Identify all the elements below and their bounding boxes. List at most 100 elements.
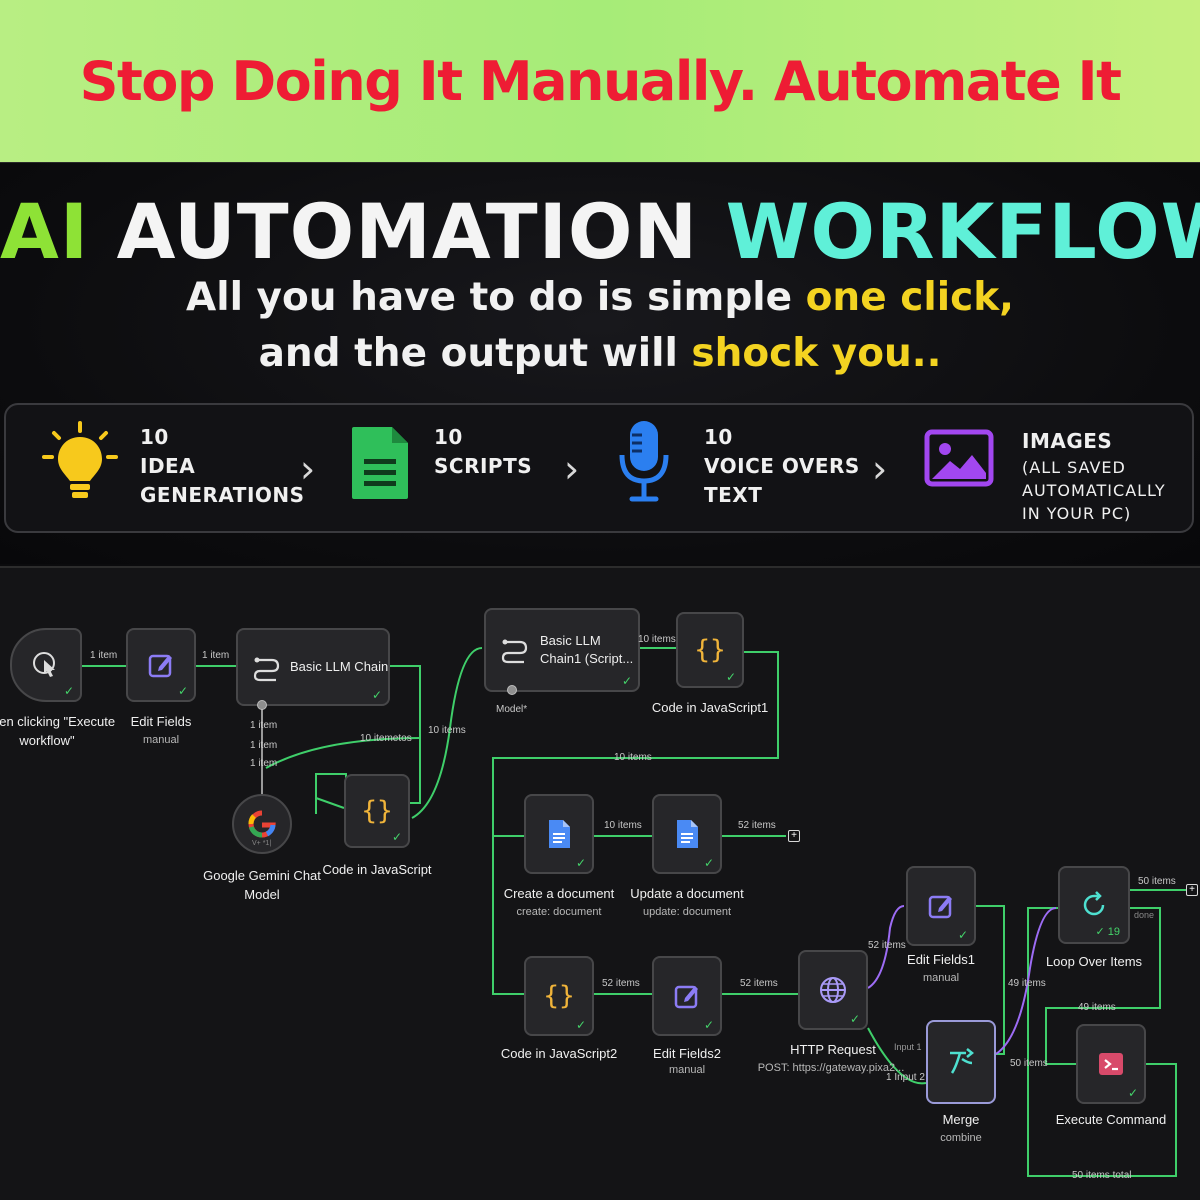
edit-fields-sub: manual	[142, 734, 180, 746]
image-icon	[924, 429, 994, 487]
model-port[interactable]	[507, 685, 517, 695]
loop-count-value: 19	[1107, 926, 1120, 938]
node-label-line: Model	[244, 887, 280, 902]
create-document-node[interactable]: ✓	[524, 794, 594, 874]
edge-label: 1 item	[202, 650, 230, 661]
update-doc-label: Update a document	[630, 886, 744, 901]
sub-text: and the output will	[258, 331, 692, 376]
top-banner: Stop Doing It Manually. Automate It	[0, 0, 1200, 162]
node-title: Basic LLM	[540, 633, 601, 648]
merge-icon	[950, 1048, 975, 1074]
basic-llm-chain-node[interactable]: Basic LLM Chain ✓	[236, 628, 390, 706]
chevron-right-icon: ›	[564, 447, 580, 491]
braces-icon: {}	[361, 796, 393, 826]
merge-node[interactable]	[926, 1020, 996, 1104]
success-check-icon: ✓	[725, 670, 736, 684]
success-check-icon: ✓	[575, 856, 586, 870]
document-icon	[352, 427, 408, 499]
success-check-icon: ✓	[703, 1018, 714, 1032]
code-javascript-node[interactable]: {} ✓	[344, 774, 410, 848]
gemini-model-node[interactable]: V+ *1|	[232, 794, 292, 854]
title-ai: AI	[0, 187, 90, 276]
edge-label: 49 items	[1008, 978, 1046, 989]
basic-llm-chain1-node[interactable]: Basic LLM Chain1 (Script... ✓	[484, 608, 640, 692]
braces-icon: {}	[543, 981, 575, 1011]
update-doc-sub: update: document	[642, 906, 732, 918]
feature-note: AUTOMATICALLY	[1022, 481, 1166, 500]
success-check-icon: ✓	[575, 1018, 586, 1032]
connection	[995, 907, 1057, 1055]
gemini-label: Google Gemini Chat Model	[202, 866, 322, 904]
feature-voiceovers: 10 VOICE OVERS TEXT	[704, 423, 860, 510]
node-title: Basic LLM Chain	[290, 659, 389, 674]
trigger-node[interactable]: ✓	[10, 628, 82, 702]
sub-highlight: one click,	[805, 275, 1014, 320]
node-title: Chain1 (Script...	[540, 651, 634, 666]
chevron-right-icon: ›	[872, 447, 888, 491]
merge-sub: combine	[940, 1132, 982, 1144]
chevron-right-icon: ›	[300, 447, 316, 491]
feature-count: 10	[434, 425, 463, 449]
execute-command-node[interactable]: ✓	[1076, 1024, 1146, 1104]
feature-note: IN YOUR PC)	[1022, 504, 1132, 523]
edit-fields1-label: Edit Fields1	[907, 952, 975, 967]
success-check-icon: ✓	[371, 688, 382, 702]
hero-section: AI AUTOMATION WORKFLOW All you have to d…	[0, 162, 1200, 564]
add-node-button[interactable]: +	[788, 830, 800, 842]
features-bar: 10 IDEA GENERATIONS › 10 SCRIPTS › 10	[4, 403, 1194, 533]
update-document-node[interactable]: ✓	[652, 794, 722, 874]
code-js2-label: Code in JavaScript2	[500, 1046, 618, 1061]
lightbulb-icon	[42, 421, 118, 498]
connection	[265, 737, 421, 769]
merge-input-label: 1 Input 2	[886, 1072, 925, 1083]
edit-fields1-sub: manual	[922, 972, 960, 984]
google-docs-icon	[677, 820, 698, 848]
edge-label: 10 items	[614, 752, 652, 763]
success-check-icon: ✓	[391, 830, 402, 844]
loop-done-label: done	[1134, 910, 1155, 920]
hero-subtitle-line1: All you have to do is simple one click,	[0, 275, 1200, 320]
model-port-label: Model*	[496, 704, 528, 715]
success-check-icon: ✓	[63, 684, 74, 698]
connection	[867, 905, 905, 989]
create-doc-sub: create: document	[516, 906, 602, 918]
edge-label: 52 items	[738, 820, 776, 831]
edit-fields-node[interactable]: ✓	[126, 628, 196, 702]
banner-headline: Stop Doing It Manually. Automate It	[79, 49, 1122, 113]
connection	[492, 651, 779, 837]
feature-count: 10	[140, 425, 169, 449]
success-check-icon: ✓	[957, 928, 968, 942]
connection	[1027, 907, 1177, 1177]
edge-label: 1 item	[250, 720, 278, 731]
edit-fields1-node[interactable]: ✓	[906, 866, 976, 946]
edge-label: 1 item	[250, 758, 278, 769]
microphone-icon	[619, 421, 669, 502]
globe-icon	[820, 977, 846, 1003]
http-request-label: HTTP Request	[790, 1042, 876, 1057]
loop-over-items-node[interactable]: ✓ 19	[1058, 866, 1130, 944]
code-javascript2-node[interactable]: {} ✓	[524, 956, 594, 1036]
add-node-button[interactable]: +	[1186, 884, 1198, 896]
connection	[411, 647, 483, 819]
workflow-canvas[interactable]: ✓ hen clicking "Execute workflow" 1 item…	[0, 566, 1200, 1200]
http-request-node[interactable]: ✓	[798, 950, 868, 1030]
edit-fields2-node[interactable]: ✓	[652, 956, 722, 1036]
hero-title: AI AUTOMATION WORKFLOW	[0, 187, 1200, 276]
feature-line: VOICE OVERS	[704, 454, 860, 478]
edge-label: 1 item	[90, 650, 118, 661]
loop-label: Loop Over Items	[1045, 954, 1143, 969]
edge-label: 10 items	[604, 820, 642, 831]
http-request-sub: POST: https://gateway.pixa2...	[757, 1062, 905, 1074]
success-check-icon: ✓	[177, 684, 188, 698]
code-javascript1-node[interactable]: {} ✓	[676, 612, 744, 688]
model-port[interactable]	[257, 700, 267, 710]
node-label-line: hen clicking "Execute	[0, 714, 116, 729]
edge-label: 50 items	[1010, 1058, 1048, 1069]
connection	[492, 836, 524, 995]
google-icon	[248, 810, 276, 838]
connection	[390, 665, 421, 804]
feature-count: 10	[704, 425, 733, 449]
edit-pencil-icon	[674, 985, 698, 1009]
edge-label: 49 items	[1078, 1002, 1116, 1013]
code-js1-label: Code in JavaScript1	[651, 700, 769, 715]
